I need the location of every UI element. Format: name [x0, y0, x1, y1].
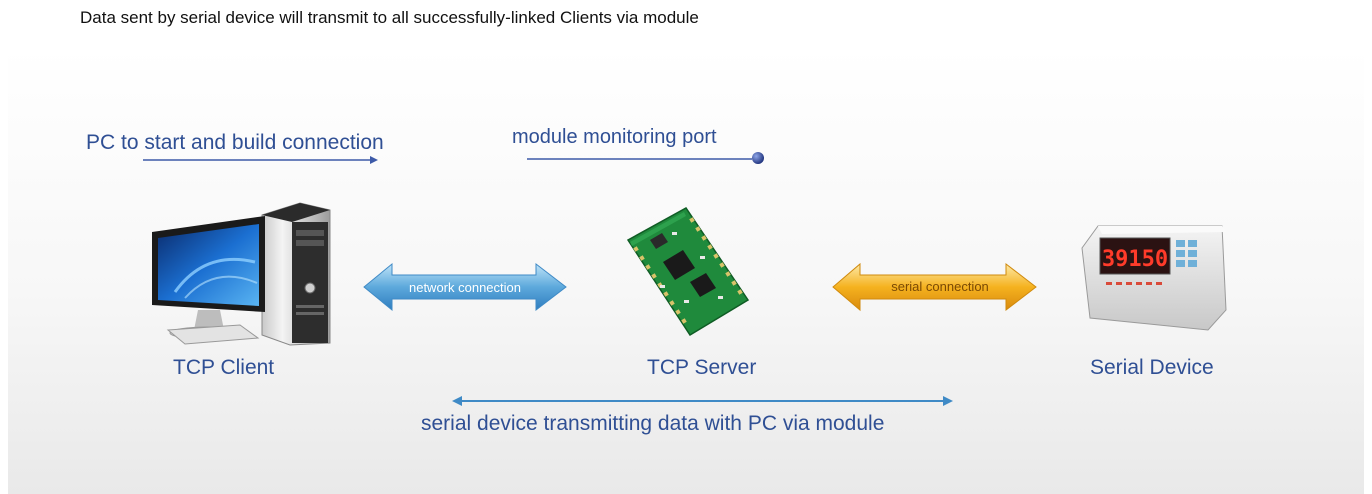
- tcp-client-label: TCP Client: [173, 356, 275, 379]
- network-connection-label: network connection: [409, 280, 521, 295]
- header-description: Data sent by serial device will transmit…: [80, 8, 699, 27]
- tcp-server-label: TCP Server: [647, 356, 757, 379]
- serial-connection-label: serial connection: [891, 279, 989, 294]
- transmit-label: serial device transmitting data with PC …: [421, 412, 885, 435]
- serial-connection-arrow: [832, 262, 1037, 312]
- pc-computer-icon: [152, 202, 331, 346]
- pc-start-arrow: [143, 156, 378, 164]
- device-readout: 39150: [1102, 247, 1168, 272]
- pcb-module-icon: [626, 207, 750, 337]
- network-connection-arrow: [363, 262, 567, 312]
- pc-start-label: PC to start and build connection: [86, 131, 384, 154]
- transmit-arrow: [452, 396, 953, 406]
- serial-device-icon: 39150: [1081, 225, 1227, 331]
- monitor-port-label: module monitoring port: [512, 126, 717, 148]
- serial-device-label: Serial Device: [1090, 356, 1214, 379]
- monitor-port-line: [527, 152, 764, 164]
